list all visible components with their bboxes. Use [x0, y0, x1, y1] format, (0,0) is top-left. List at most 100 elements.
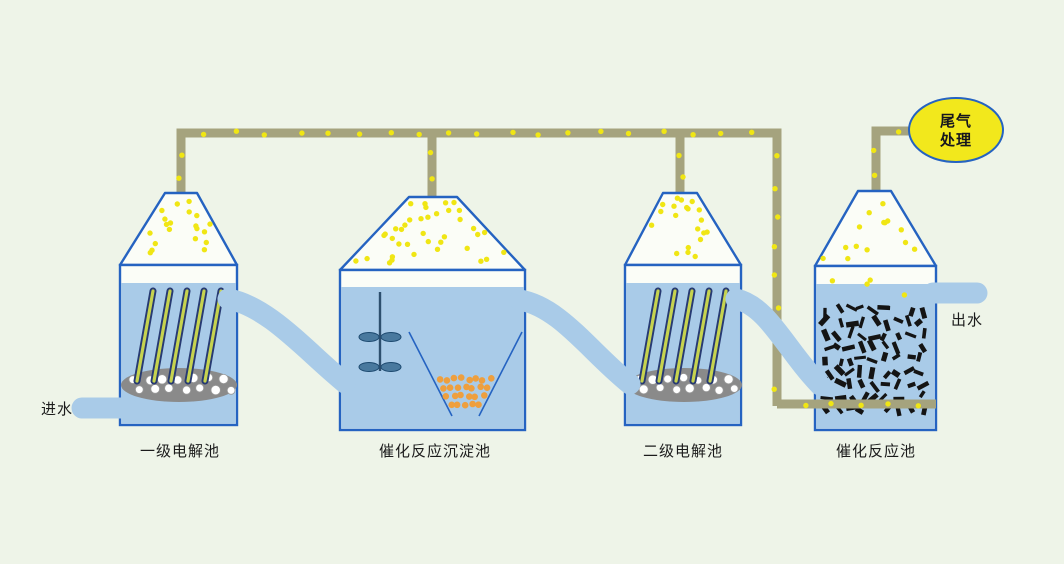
catalyst-particle — [835, 303, 845, 314]
catalyst-particle — [890, 369, 901, 379]
gas-bubble — [470, 225, 477, 232]
gas-bubble — [446, 207, 452, 214]
gas-bubble — [871, 147, 877, 154]
gas-bubble — [475, 231, 481, 238]
electrode-rod-core — [169, 289, 189, 383]
gas-bubble — [701, 230, 707, 236]
catalyst-particle — [879, 332, 887, 342]
catalyst-particle — [869, 380, 880, 393]
catalyst-particle — [838, 358, 844, 367]
gas-bubble — [775, 214, 781, 220]
gas-bubble — [147, 250, 153, 256]
gas-bubble — [411, 251, 417, 258]
tank2-water — [341, 287, 524, 429]
catalyst-particle — [846, 357, 854, 367]
electrode-rod-core — [203, 289, 223, 383]
gas-bubble — [684, 204, 690, 211]
pebble — [157, 374, 168, 385]
gas-bubble — [771, 244, 778, 250]
sediment-particle — [448, 401, 456, 409]
gas-bubble — [871, 172, 878, 178]
gas-bubble — [233, 128, 240, 134]
catalyst-particle — [838, 317, 845, 328]
tank-catalytic-sedimentation — [338, 195, 527, 432]
catalyst-particle — [845, 303, 858, 312]
gas-bubble — [457, 216, 463, 223]
gas-bubble — [697, 236, 704, 243]
gas-bubble — [828, 400, 834, 407]
gas-bubble — [420, 230, 426, 237]
sediment-particle — [461, 401, 469, 409]
catalyst-particle — [843, 367, 855, 377]
pebble — [723, 374, 734, 385]
sediment-particle — [471, 393, 479, 401]
gas-bubble — [451, 199, 457, 206]
tank3-hood — [623, 191, 743, 267]
gas-bubble — [201, 247, 208, 253]
sediment-particle — [483, 384, 491, 392]
pebble — [195, 383, 205, 393]
sediment-particle — [466, 393, 473, 400]
tank3-label: 二级电解池 — [643, 443, 723, 460]
gas-bubble — [843, 244, 849, 251]
gas-bubble — [882, 220, 888, 226]
gas-bubble — [911, 246, 918, 252]
sediment-particle — [442, 393, 450, 400]
catalyst-particle — [877, 304, 891, 311]
gas-bubble — [418, 216, 424, 222]
tank1-electrode-rods — [133, 287, 225, 385]
pebble — [701, 383, 711, 393]
gas-bubble — [441, 234, 448, 240]
pebble — [730, 384, 739, 393]
catalyst-particle — [854, 355, 867, 360]
catalyst-particle — [880, 381, 891, 387]
sediment-particle — [454, 384, 462, 392]
gas-bubble — [478, 258, 484, 264]
catalyst-particle — [907, 354, 917, 360]
gas-bubble — [775, 305, 782, 311]
gas-bubble — [510, 129, 516, 136]
gas-bubble — [402, 222, 408, 228]
sediment-particle — [440, 385, 447, 392]
electrode-rod-core — [691, 289, 711, 383]
electrode-rod-core — [674, 289, 694, 383]
gas-bubble — [364, 255, 370, 262]
gas-bubble — [692, 253, 698, 260]
gas-bubble — [152, 240, 158, 247]
catalyst-particle — [908, 306, 916, 317]
gas-bubble — [398, 226, 405, 233]
gas-bubble — [771, 386, 777, 392]
pipe-tank3-to-tank4 — [725, 288, 831, 396]
pebble — [182, 385, 192, 395]
gas-bubble — [661, 128, 667, 134]
electrode-rod-core — [640, 289, 660, 383]
catalyst-particle — [913, 318, 924, 327]
gas-bubble — [660, 201, 666, 208]
catalyst-particle — [871, 314, 882, 327]
electrode-rod-core — [152, 289, 172, 383]
catalyst-particle — [921, 327, 927, 339]
catalyst-particle — [913, 369, 924, 377]
pipe-tank2-to-tank3 — [509, 289, 641, 395]
pebble — [150, 384, 161, 394]
funnel-left-wall — [408, 331, 453, 417]
gas-bubble — [718, 130, 724, 137]
gas-bubble — [193, 223, 199, 229]
pipe-tank1-to-tank2 — [217, 288, 356, 394]
catalyst-particle — [855, 304, 864, 311]
gas-bubble — [772, 186, 778, 192]
sediment-particle — [436, 376, 444, 383]
gas-bubble — [895, 129, 902, 135]
gas-bubble — [625, 130, 632, 137]
pebble — [663, 374, 673, 384]
electrode-rod-core — [708, 289, 728, 383]
tank2-settling-funnel — [408, 331, 523, 417]
catalyst-particle — [820, 396, 834, 401]
gas-bubble — [867, 277, 873, 283]
catalyst-particle — [907, 381, 916, 389]
gas-bubble — [501, 249, 507, 255]
catalyst-particle — [882, 370, 892, 380]
sediment-particle — [475, 401, 482, 409]
gas-bubble — [261, 132, 267, 138]
